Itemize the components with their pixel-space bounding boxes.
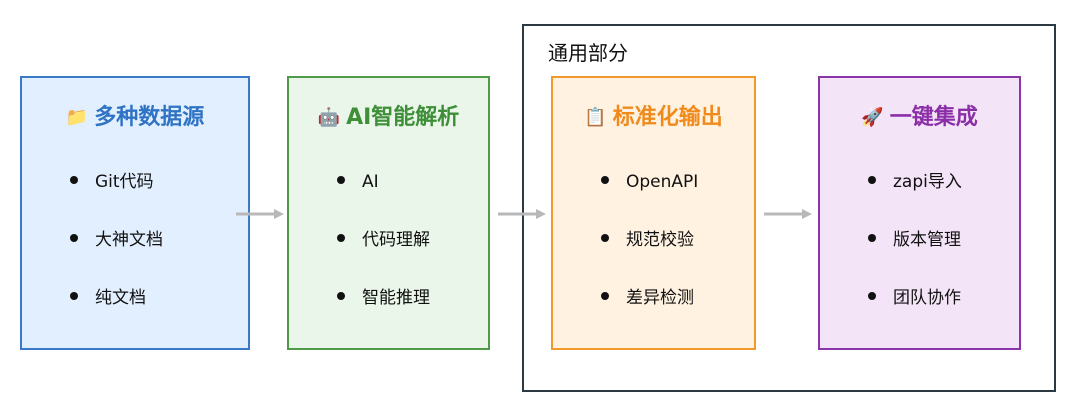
- rocket-icon: 🚀: [861, 107, 884, 128]
- bullet-icon: [601, 176, 609, 184]
- bullet-icon: [337, 292, 345, 300]
- card-ai-parsing: 🤖AI智能解析 AI 代码理解 智能推理: [287, 76, 490, 350]
- list-item-label: 差异检测: [626, 288, 694, 308]
- list-item: 纯文档: [70, 288, 163, 346]
- robot-icon: 🤖: [317, 107, 341, 128]
- list-item-label: OpenAPI: [626, 172, 699, 192]
- list-item: Git代码: [70, 172, 163, 230]
- card-title-text: 一键集成: [889, 105, 978, 130]
- card-title-text: 标准化输出: [612, 105, 723, 130]
- list-item: OpenAPI: [601, 172, 698, 230]
- bullet-icon: [337, 234, 345, 242]
- bullet-icon: [337, 176, 345, 184]
- list-item: 大神文档: [70, 230, 163, 288]
- card-title: 📁多种数据源: [22, 104, 248, 132]
- list-item-label: 纯文档: [95, 288, 146, 308]
- list-item: 代码理解: [337, 230, 430, 288]
- common-section-frame: [522, 24, 1056, 392]
- list-item: 智能推理: [337, 288, 430, 346]
- card-standard-output: 📋标准化输出 OpenAPI 规范校验 差异检测: [551, 76, 756, 350]
- list-item-label: AI: [362, 172, 379, 192]
- bullet-icon: [868, 234, 876, 242]
- common-section-title: 通用部分: [548, 41, 628, 65]
- arrow-right-icon: [764, 209, 812, 219]
- card-title: 📋标准化输出: [553, 104, 754, 132]
- card-title: 🤖AI智能解析: [289, 104, 488, 132]
- bullet-icon: [601, 234, 609, 242]
- bullet-icon: [868, 292, 876, 300]
- list-item-label: Git代码: [95, 172, 154, 192]
- card-data-sources: 📁多种数据源 Git代码 大神文档 纯文档: [20, 76, 250, 350]
- clipboard-icon: 📋: [584, 107, 607, 128]
- folder-icon: 📁: [65, 107, 89, 128]
- bullet-icon: [70, 176, 78, 184]
- bullet-icon: [868, 176, 876, 184]
- bullet-icon: [70, 234, 78, 242]
- list-item: 规范校验: [601, 230, 698, 288]
- bullet-icon: [70, 292, 78, 300]
- list-item-label: 规范校验: [626, 230, 694, 250]
- card-item-list: Git代码 大神文档 纯文档: [70, 172, 163, 346]
- card-title-text: 多种数据源: [94, 105, 205, 130]
- arrow-right-icon: [498, 209, 546, 219]
- card-item-list: OpenAPI 规范校验 差异检测: [601, 172, 698, 346]
- list-item: 团队协作: [868, 288, 962, 346]
- card-title-text: AI智能解析: [346, 105, 460, 130]
- list-item-label: 智能推理: [362, 288, 430, 308]
- list-item: zapi导入: [868, 172, 962, 230]
- list-item: AI: [337, 172, 430, 230]
- list-item: 版本管理: [868, 230, 962, 288]
- card-item-list: AI 代码理解 智能推理: [337, 172, 430, 346]
- list-item-label: 团队协作: [893, 288, 961, 308]
- list-item-label: 代码理解: [362, 230, 430, 250]
- card-one-click-integration: 🚀一键集成 zapi导入 版本管理 团队协作: [818, 76, 1021, 350]
- list-item-label: 版本管理: [893, 230, 961, 250]
- list-item-label: zapi导入: [893, 172, 962, 192]
- arrow-right-icon: [236, 209, 284, 219]
- card-title: 🚀一键集成: [820, 104, 1019, 132]
- card-item-list: zapi导入 版本管理 团队协作: [868, 172, 962, 346]
- bullet-icon: [601, 292, 609, 300]
- list-item-label: 大神文档: [95, 230, 163, 250]
- list-item: 差异检测: [601, 288, 698, 346]
